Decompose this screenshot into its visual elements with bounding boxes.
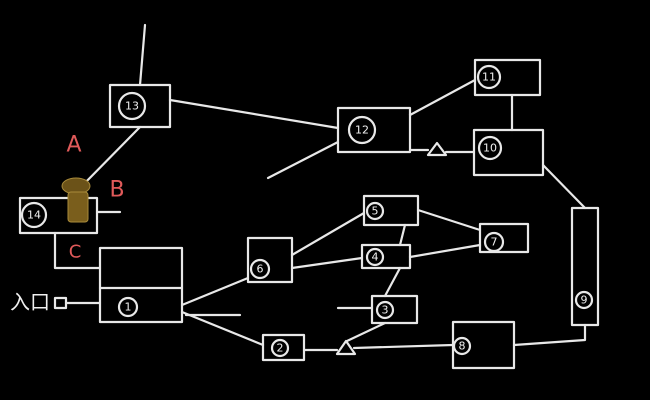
room-label: 7: [491, 236, 498, 249]
room-label: 14: [27, 209, 41, 222]
room-9[interactable]: 9: [570, 206, 600, 327]
room-label: 8: [459, 340, 466, 353]
room-label: 2: [277, 342, 284, 355]
room-13[interactable]: 13: [108, 83, 172, 129]
triangle-marker: [426, 141, 448, 157]
room-3[interactable]: 3: [370, 294, 419, 325]
room-1[interactable]: 1: [98, 246, 184, 324]
room-label: 5: [372, 205, 379, 218]
room-label: 1: [125, 301, 132, 314]
room-14[interactable]: 14: [18, 196, 99, 235]
room-label: 12: [355, 124, 369, 137]
label-c: C: [69, 242, 82, 263]
room-2[interactable]: 2: [261, 333, 306, 362]
person-figure-icon: [61, 177, 91, 223]
triangle-markers: [335, 141, 448, 356]
label-a: A: [66, 133, 81, 158]
entrance-label: 入口: [10, 290, 50, 314]
connections: [53, 23, 587, 352]
room-6[interactable]: 6: [246, 236, 294, 284]
room-7[interactable]: 7: [478, 222, 530, 254]
room-8[interactable]: 8: [451, 320, 516, 370]
room-12[interactable]: 12: [336, 106, 412, 154]
room-label: 3: [382, 304, 389, 317]
room-label: 6: [257, 263, 264, 276]
triangle-marker: [335, 339, 357, 356]
room-label: 11: [482, 71, 496, 84]
room-label: 10: [483, 142, 497, 155]
room-4[interactable]: 4: [360, 243, 412, 270]
label-b: B: [109, 178, 124, 203]
room-label: 4: [372, 251, 379, 264]
room-5[interactable]: 5: [362, 194, 420, 227]
room-10[interactable]: 10: [472, 128, 545, 177]
room-label: 9: [581, 294, 588, 307]
room-11[interactable]: 11: [473, 58, 542, 97]
room-label: 13: [125, 100, 139, 113]
